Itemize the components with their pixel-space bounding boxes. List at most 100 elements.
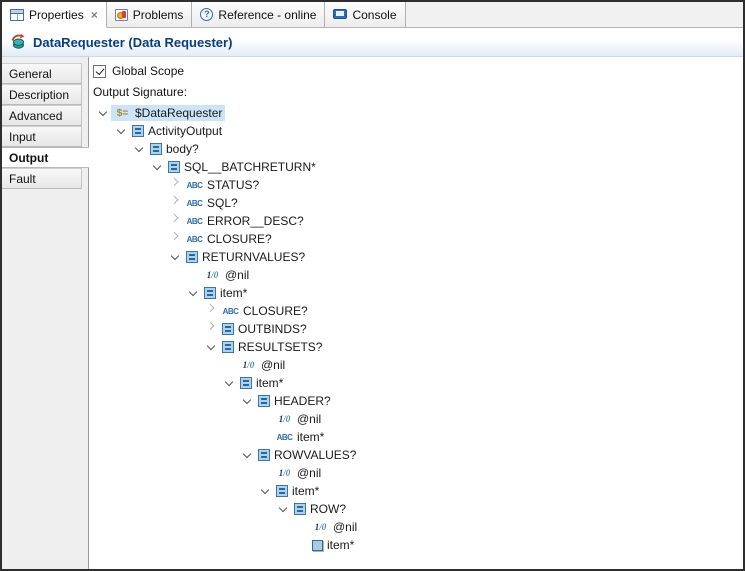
tree-node-label: @nil — [333, 520, 358, 534]
tree-node[interactable]: ActivityOutput — [129, 123, 225, 139]
chevron-expanded-icon[interactable] — [203, 339, 219, 355]
chevron-expanded-icon[interactable] — [95, 105, 111, 121]
property-section-list: General Description Advanced Input Outpu… — [2, 57, 89, 569]
sidebar-item-output[interactable]: Output — [2, 147, 89, 168]
tree-row[interactable]: item* — [93, 482, 743, 500]
sidebar-item-input[interactable]: Input — [2, 126, 82, 147]
tab-properties[interactable]: Properties × — [2, 2, 107, 28]
tab-reference-online[interactable]: Reference - online — [192, 2, 326, 27]
boolean-type-icon: 1/0 — [206, 270, 219, 280]
sidebar-item-advanced[interactable]: Advanced — [2, 105, 82, 126]
tree-node[interactable]: item* — [309, 537, 357, 553]
chevron-expanded-icon[interactable] — [167, 249, 183, 265]
sidebar-item-fault[interactable]: Fault — [2, 168, 82, 189]
tree-row[interactable]: item* — [93, 284, 743, 302]
tab-problems[interactable]: Problems — [106, 2, 193, 27]
tree-row[interactable]: HEADER? — [93, 392, 743, 410]
tree-row[interactable]: 1/0@nil — [93, 464, 743, 482]
tree-node[interactable]: item* — [273, 483, 322, 499]
tree-node[interactable]: item* — [201, 285, 250, 301]
tree-node[interactable]: 1/0@nil — [237, 357, 288, 373]
tree-node[interactable]: RESULTSETS? — [219, 339, 325, 355]
chevron-expanded-icon[interactable] — [257, 483, 273, 499]
tree-row[interactable]: 1/0@nil — [93, 266, 743, 284]
chevron-expanded-icon[interactable] — [239, 447, 255, 463]
chevron-collapsed-icon[interactable] — [167, 195, 183, 211]
tree-node[interactable]: $=$DataRequester — [111, 105, 226, 121]
global-scope-label: Global Scope — [112, 64, 185, 78]
sidebar-item-description[interactable]: Description — [2, 84, 82, 105]
tree-node[interactable]: SQL__BATCHRETURN* — [165, 159, 319, 175]
tree-row[interactable]: ROW? — [93, 500, 743, 518]
tree-row[interactable]: 1/0@nil — [93, 410, 743, 428]
tree-row[interactable]: ActivityOutput — [93, 122, 743, 140]
tree-row[interactable]: SQL__BATCHRETURN* — [93, 158, 743, 176]
tree-node[interactable]: item* — [237, 375, 286, 391]
tree-node-label: CLOSURE? — [207, 232, 272, 246]
element-icon — [294, 503, 306, 515]
tree-node[interactable]: 1/0 @nil — [309, 519, 360, 535]
tree-node-label: ActivityOutput — [148, 124, 223, 138]
tree-node[interactable]: ROWVALUES? — [255, 447, 359, 463]
tree-node-label: item* — [256, 376, 284, 390]
tree-row[interactable]: body? — [93, 140, 743, 158]
tree-row[interactable]: 1/0 @nil — [93, 518, 743, 536]
tab-console[interactable]: Console — [325, 2, 406, 27]
global-scope-checkbox[interactable] — [93, 64, 106, 78]
sidebar-item-general[interactable]: General — [2, 63, 82, 84]
tree-node[interactable]: ROW? — [291, 501, 349, 517]
chevron-expanded-icon[interactable] — [113, 123, 129, 139]
problems-icon — [114, 8, 128, 21]
tree-node[interactable]: body? — [147, 141, 202, 157]
chevron-collapsed-icon[interactable] — [167, 177, 183, 193]
chevron-collapsed-icon[interactable] — [203, 303, 219, 319]
chevron-expanded-icon[interactable] — [131, 141, 147, 157]
tree-node-label: SQL? — [207, 196, 238, 210]
close-icon[interactable]: × — [90, 7, 98, 22]
tree-node[interactable]: 1/0@nil — [273, 465, 324, 481]
tree-row[interactable]: $=$DataRequester — [93, 104, 743, 122]
chevron-collapsed-icon[interactable] — [167, 231, 183, 247]
tab-label: Problems — [132, 7, 184, 22]
chevron-expanded-icon[interactable] — [275, 501, 291, 517]
chevron-expanded-icon[interactable] — [221, 375, 237, 391]
data-requester-icon — [11, 34, 25, 49]
tree-node[interactable]: OUTBINDS? — [219, 321, 310, 337]
chevron-placeholder — [185, 267, 201, 283]
tree-node-label: item* — [292, 484, 320, 498]
tree-row[interactable]: OUTBINDS? — [93, 320, 743, 338]
tab-label: Reference - online — [218, 7, 317, 22]
chevron-collapsed-icon[interactable] — [167, 213, 183, 229]
tree-node-label: RETURNVALUES? — [202, 250, 306, 264]
tree-row[interactable]: RESULTSETS? — [93, 338, 743, 356]
tree-row[interactable]: item* — [93, 536, 743, 554]
tree-row[interactable]: 1/0@nil — [93, 356, 743, 374]
tree-row[interactable]: item* — [93, 374, 743, 392]
tree-node[interactable]: HEADER? — [255, 393, 334, 409]
chevron-expanded-icon[interactable] — [185, 285, 201, 301]
tree-row[interactable]: RETURNVALUES? — [93, 248, 743, 266]
chevron-expanded-icon[interactable] — [239, 393, 255, 409]
tree-node[interactable]: 1/0@nil — [273, 411, 324, 427]
tree-node[interactable]: 1/0@nil — [201, 267, 252, 283]
tree-node[interactable]: RETURNVALUES? — [183, 249, 308, 265]
boolean-type-icon: 1/0 — [314, 522, 327, 532]
output-signature-label: Output Signature: — [93, 85, 188, 99]
tree-row[interactable]: ROWVALUES? — [93, 446, 743, 464]
chevron-collapsed-icon[interactable] — [203, 321, 219, 337]
chevron-expanded-icon[interactable] — [149, 159, 165, 175]
tree-node-label: @nil — [261, 358, 286, 372]
